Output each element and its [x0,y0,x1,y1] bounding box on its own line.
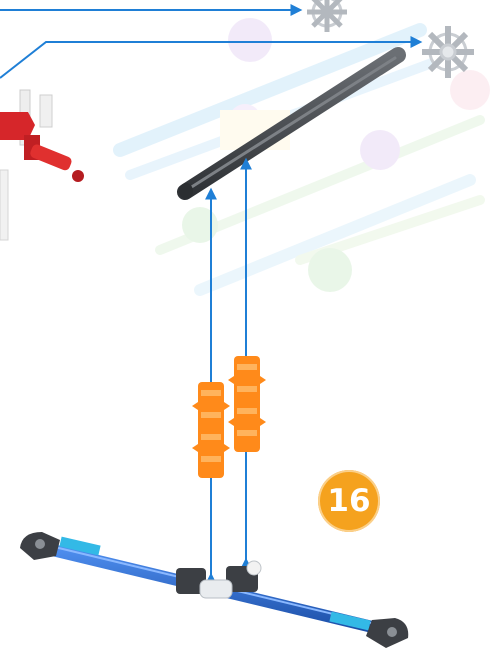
orange-connector-icon [192,356,266,478]
red-wheel-hub-icon [0,90,84,240]
step-number-badge: 16 [318,470,380,532]
top-guide-arrows [0,10,420,78]
